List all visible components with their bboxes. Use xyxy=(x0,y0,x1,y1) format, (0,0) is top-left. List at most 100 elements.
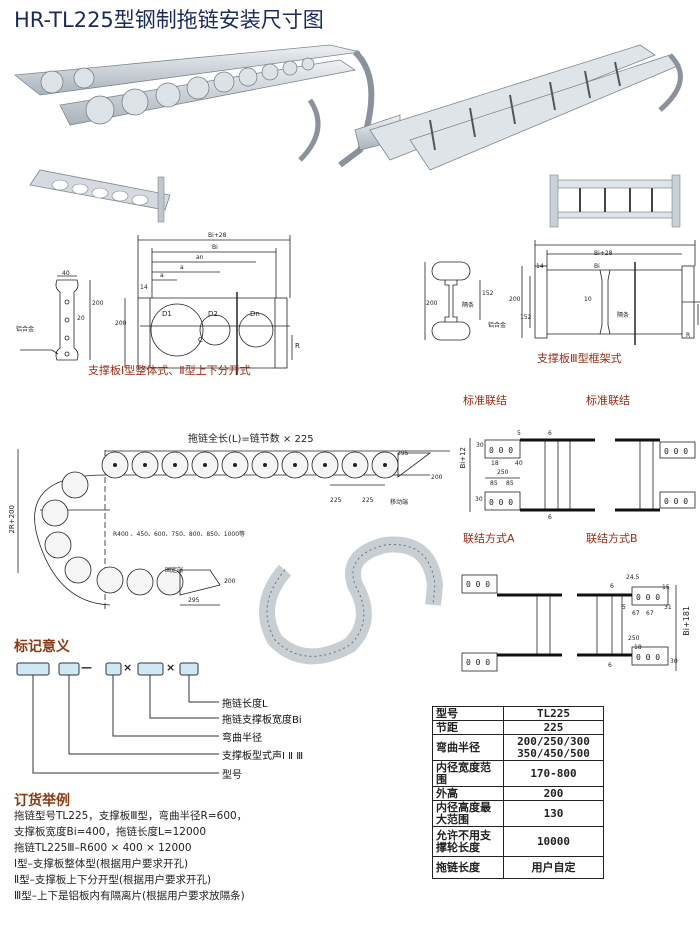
box-length xyxy=(179,662,199,676)
dim-10: 10 xyxy=(584,296,592,303)
connection-mode-a: 联结方式A xyxy=(463,532,515,545)
marking-title: 标记意义 xyxy=(14,639,70,655)
spec-key: 弯曲半径 xyxy=(432,734,504,761)
dim-an: an xyxy=(196,254,204,261)
spec-key: 节距 xyxy=(432,720,504,735)
pitch-225-a: 225 xyxy=(330,497,342,504)
dim-200-t3: 200 xyxy=(509,296,521,303)
slot-holes-c2: 0 0 0 xyxy=(466,658,490,667)
dim-67-b: 67 xyxy=(646,610,654,617)
connection-c-drawing: 0 0 00 0 0 0 0 00 0 0 xyxy=(461,574,677,672)
label-r-t3: R xyxy=(686,332,691,339)
dim-295-top: 295 xyxy=(397,450,409,457)
dim-152-t3-left: 152 xyxy=(482,290,494,297)
separator-x1: × xyxy=(123,661,133,674)
support-plate-type3-drawing xyxy=(424,240,700,345)
type3-caption: 支撑板Ⅲ型框架式 xyxy=(537,352,622,365)
dim-bi12: Bi+12 xyxy=(459,447,467,469)
order-line-6: Ⅲ型–上下是铝板内有隔离片(根据用户要求放隔条) xyxy=(14,890,245,902)
dim-a1: a xyxy=(160,272,164,279)
dim-200-right: 200 xyxy=(431,474,443,481)
dim-250-a: 250 xyxy=(497,469,509,476)
std-connection-b-title: 标准联结 xyxy=(586,394,630,407)
dim-250-c: 250 xyxy=(628,635,640,642)
spec-key: 型号 xyxy=(432,706,504,721)
dim-40: 40 xyxy=(62,270,70,277)
steel-drag-chain-frame-photo xyxy=(369,44,683,171)
label-d2: D2 xyxy=(208,310,218,318)
marking-item-radius: 弯曲半径 xyxy=(222,733,262,744)
spec-key: 拖链长度 xyxy=(432,856,504,879)
spec-value: TL225 xyxy=(503,706,604,721)
order-line-3: 拖链TL225Ⅲ–R600 × 400 × 12000 xyxy=(14,842,192,854)
dim-bi181: Bi+181 xyxy=(682,606,691,636)
marking-item-model: 型号 xyxy=(222,770,242,781)
dim-30-a: 30 xyxy=(476,442,484,449)
slot-holes-c3: 0 0 0 xyxy=(636,593,660,602)
separator-x2: × xyxy=(166,661,176,674)
dim-6-a-top: 6 xyxy=(548,430,552,437)
slot-holes-b2: 0 0 0 xyxy=(664,497,688,506)
label-d1: D1 xyxy=(162,310,172,318)
dim-24-5: 24.5 xyxy=(626,574,640,581)
divider-label-left: 隔条 xyxy=(462,302,475,309)
slot-holes-a2: 0 0 0 xyxy=(489,498,513,507)
label-c: C xyxy=(198,336,203,344)
dim-30-a-bottom: 30 xyxy=(475,496,483,503)
dim-200-left: 200 xyxy=(92,300,104,307)
fixed-end-label: 固定端 xyxy=(165,567,184,574)
order-line-5: Ⅱ型–支撑板上下分开型(根据用户要求开孔) xyxy=(14,874,212,886)
s-curve-chain-photo xyxy=(259,536,444,665)
dim-85-a: 85 xyxy=(490,480,498,487)
slot-holes-b1: 0 0 0 xyxy=(664,447,688,456)
marking-item-width: 拖链支撑板宽度Bi xyxy=(222,715,302,726)
support-plate-type12-drawing xyxy=(20,235,293,375)
box-radius xyxy=(105,662,122,676)
spec-value: 225 xyxy=(503,720,604,735)
dim-200: 200 xyxy=(115,320,127,327)
height-2r200: 2R+200 xyxy=(8,505,16,534)
dim-a: a xyxy=(180,264,184,271)
marking-item-plate-type: 支撑板型式声Ⅰ Ⅱ Ⅲ xyxy=(222,751,304,762)
dim-6-a-bottom: 6 xyxy=(548,514,552,521)
dim-18-a: 18 xyxy=(491,460,499,467)
dim-30-c: 30 xyxy=(670,658,678,665)
slot-holes-a1: 0 0 0 xyxy=(489,446,513,455)
material-label: 铝合金 xyxy=(16,326,35,333)
dim-31-c: 31 xyxy=(664,604,672,611)
dim-bi28-t3: Bi+28 xyxy=(594,250,613,257)
dim-bi-t3: Bi xyxy=(594,263,600,270)
spec-value: 200/250/300 350/450/500 xyxy=(503,734,604,761)
dim-295-bottom: 295 xyxy=(188,597,200,604)
box-model xyxy=(16,662,50,676)
connection-a-drawing: 0 0 0 0 0 0 0 0 0 0 0 0 xyxy=(469,438,696,512)
dim-14: 14 xyxy=(140,284,148,291)
dim-15-c: 15 xyxy=(662,584,670,591)
order-line-2: 支撑板宽度Bi=400，拖链长度L=12000 xyxy=(14,826,207,838)
dim-200-t3-left: 200 xyxy=(426,300,438,307)
dim-6-c-top: 6 xyxy=(610,583,614,590)
dim-5-c: 5 xyxy=(622,604,626,611)
spec-value: 200 xyxy=(503,786,604,801)
spec-value: 130 xyxy=(503,800,604,827)
spec-key: 外高 xyxy=(432,786,504,801)
box-plate-type xyxy=(58,662,80,676)
dim-40-a: 40 xyxy=(515,460,523,467)
box-width xyxy=(137,662,164,676)
dim-18-c: 18 xyxy=(634,644,642,651)
type12-caption: 支撑板Ⅰ型整体式、Ⅱ型上下分开式 xyxy=(88,364,251,377)
marking-item-length: 拖链长度L xyxy=(222,699,268,710)
page-title: HR-TL225型钢制拖链安装尺寸图 xyxy=(14,8,324,32)
dim-20: 20 xyxy=(77,315,85,322)
std-connection-a-title: 标准联结 xyxy=(463,394,507,407)
connection-mode-b: 联结方式B xyxy=(586,532,638,545)
chain-layout-drawing xyxy=(17,449,450,610)
slot-holes-c4: 0 0 0 xyxy=(636,653,660,662)
pitch-225-b: 225 xyxy=(362,497,374,504)
dim-6-c-bottom: 6 xyxy=(608,662,612,669)
label-r: R xyxy=(295,342,300,350)
